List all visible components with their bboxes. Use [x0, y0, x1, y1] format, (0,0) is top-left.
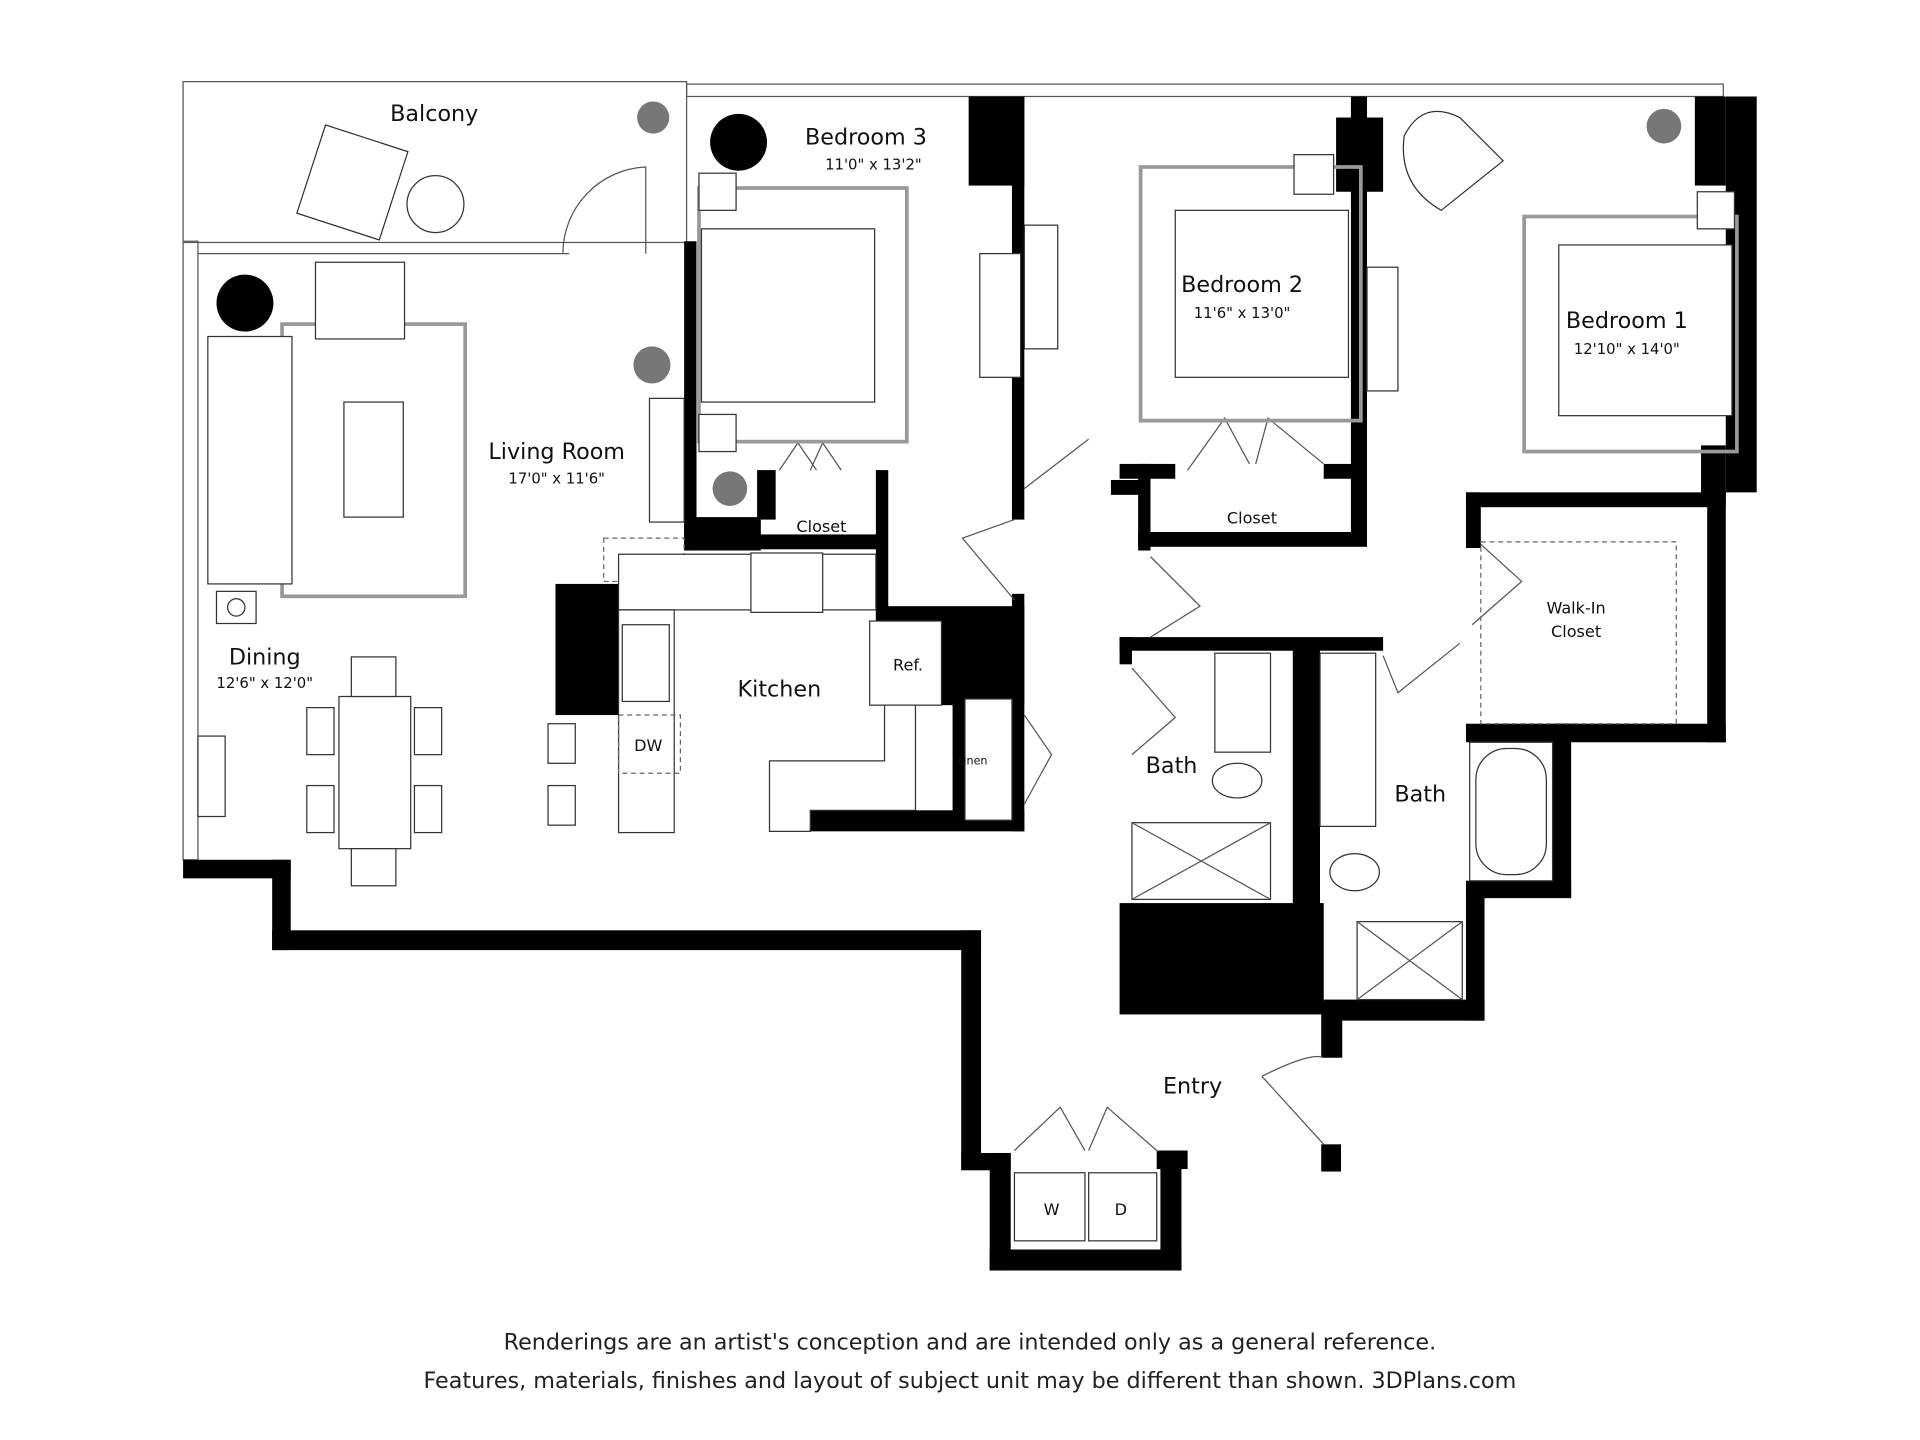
- bedroom2-label: Bedroom 2: [1181, 272, 1303, 298]
- walls: [183, 96, 1757, 1271]
- bedroom1-label: Bedroom 1: [1566, 308, 1688, 334]
- kitchen-label: Kitchen: [738, 676, 822, 702]
- bedroom3-label: Bedroom 3: [805, 125, 927, 151]
- disclaimer-line-1: Renderings are an artist's conception an…: [504, 1330, 1437, 1356]
- linen-label: Linen: [957, 755, 987, 768]
- disclaimer-line-2: Features, materials, finishes and layout…: [423, 1368, 1516, 1394]
- walkin-closet-label-2: Closet: [1551, 622, 1601, 641]
- dishwasher-label: DW: [634, 736, 662, 755]
- refrigerator-label: Ref.: [893, 656, 923, 675]
- entry-label: Entry: [1163, 1074, 1222, 1100]
- washer-label: W: [1044, 1200, 1060, 1219]
- living-room-size: 17'0" x 11'6": [508, 471, 605, 488]
- bath-right-label: Bath: [1394, 782, 1446, 808]
- living-room-label: Living Room: [488, 439, 625, 465]
- dining-size: 12'6" x 12'0": [216, 675, 313, 692]
- bath-left-label: Bath: [1146, 753, 1198, 779]
- bedroom3-size: 11'0" x 13'2": [825, 156, 922, 173]
- walkin-closet-label-1: Walk-In: [1546, 599, 1605, 618]
- closet3-label: Closet: [796, 517, 846, 536]
- bedroom1-size: 12'10" x 14'0": [1574, 341, 1680, 358]
- furniture: [197, 101, 1739, 1242]
- bedroom2-size: 11'6" x 13'0": [1194, 305, 1291, 322]
- dining-label: Dining: [229, 644, 301, 670]
- balcony-label: Balcony: [390, 101, 478, 127]
- dryer-label: D: [1115, 1200, 1127, 1219]
- closet2-label: Closet: [1227, 508, 1277, 527]
